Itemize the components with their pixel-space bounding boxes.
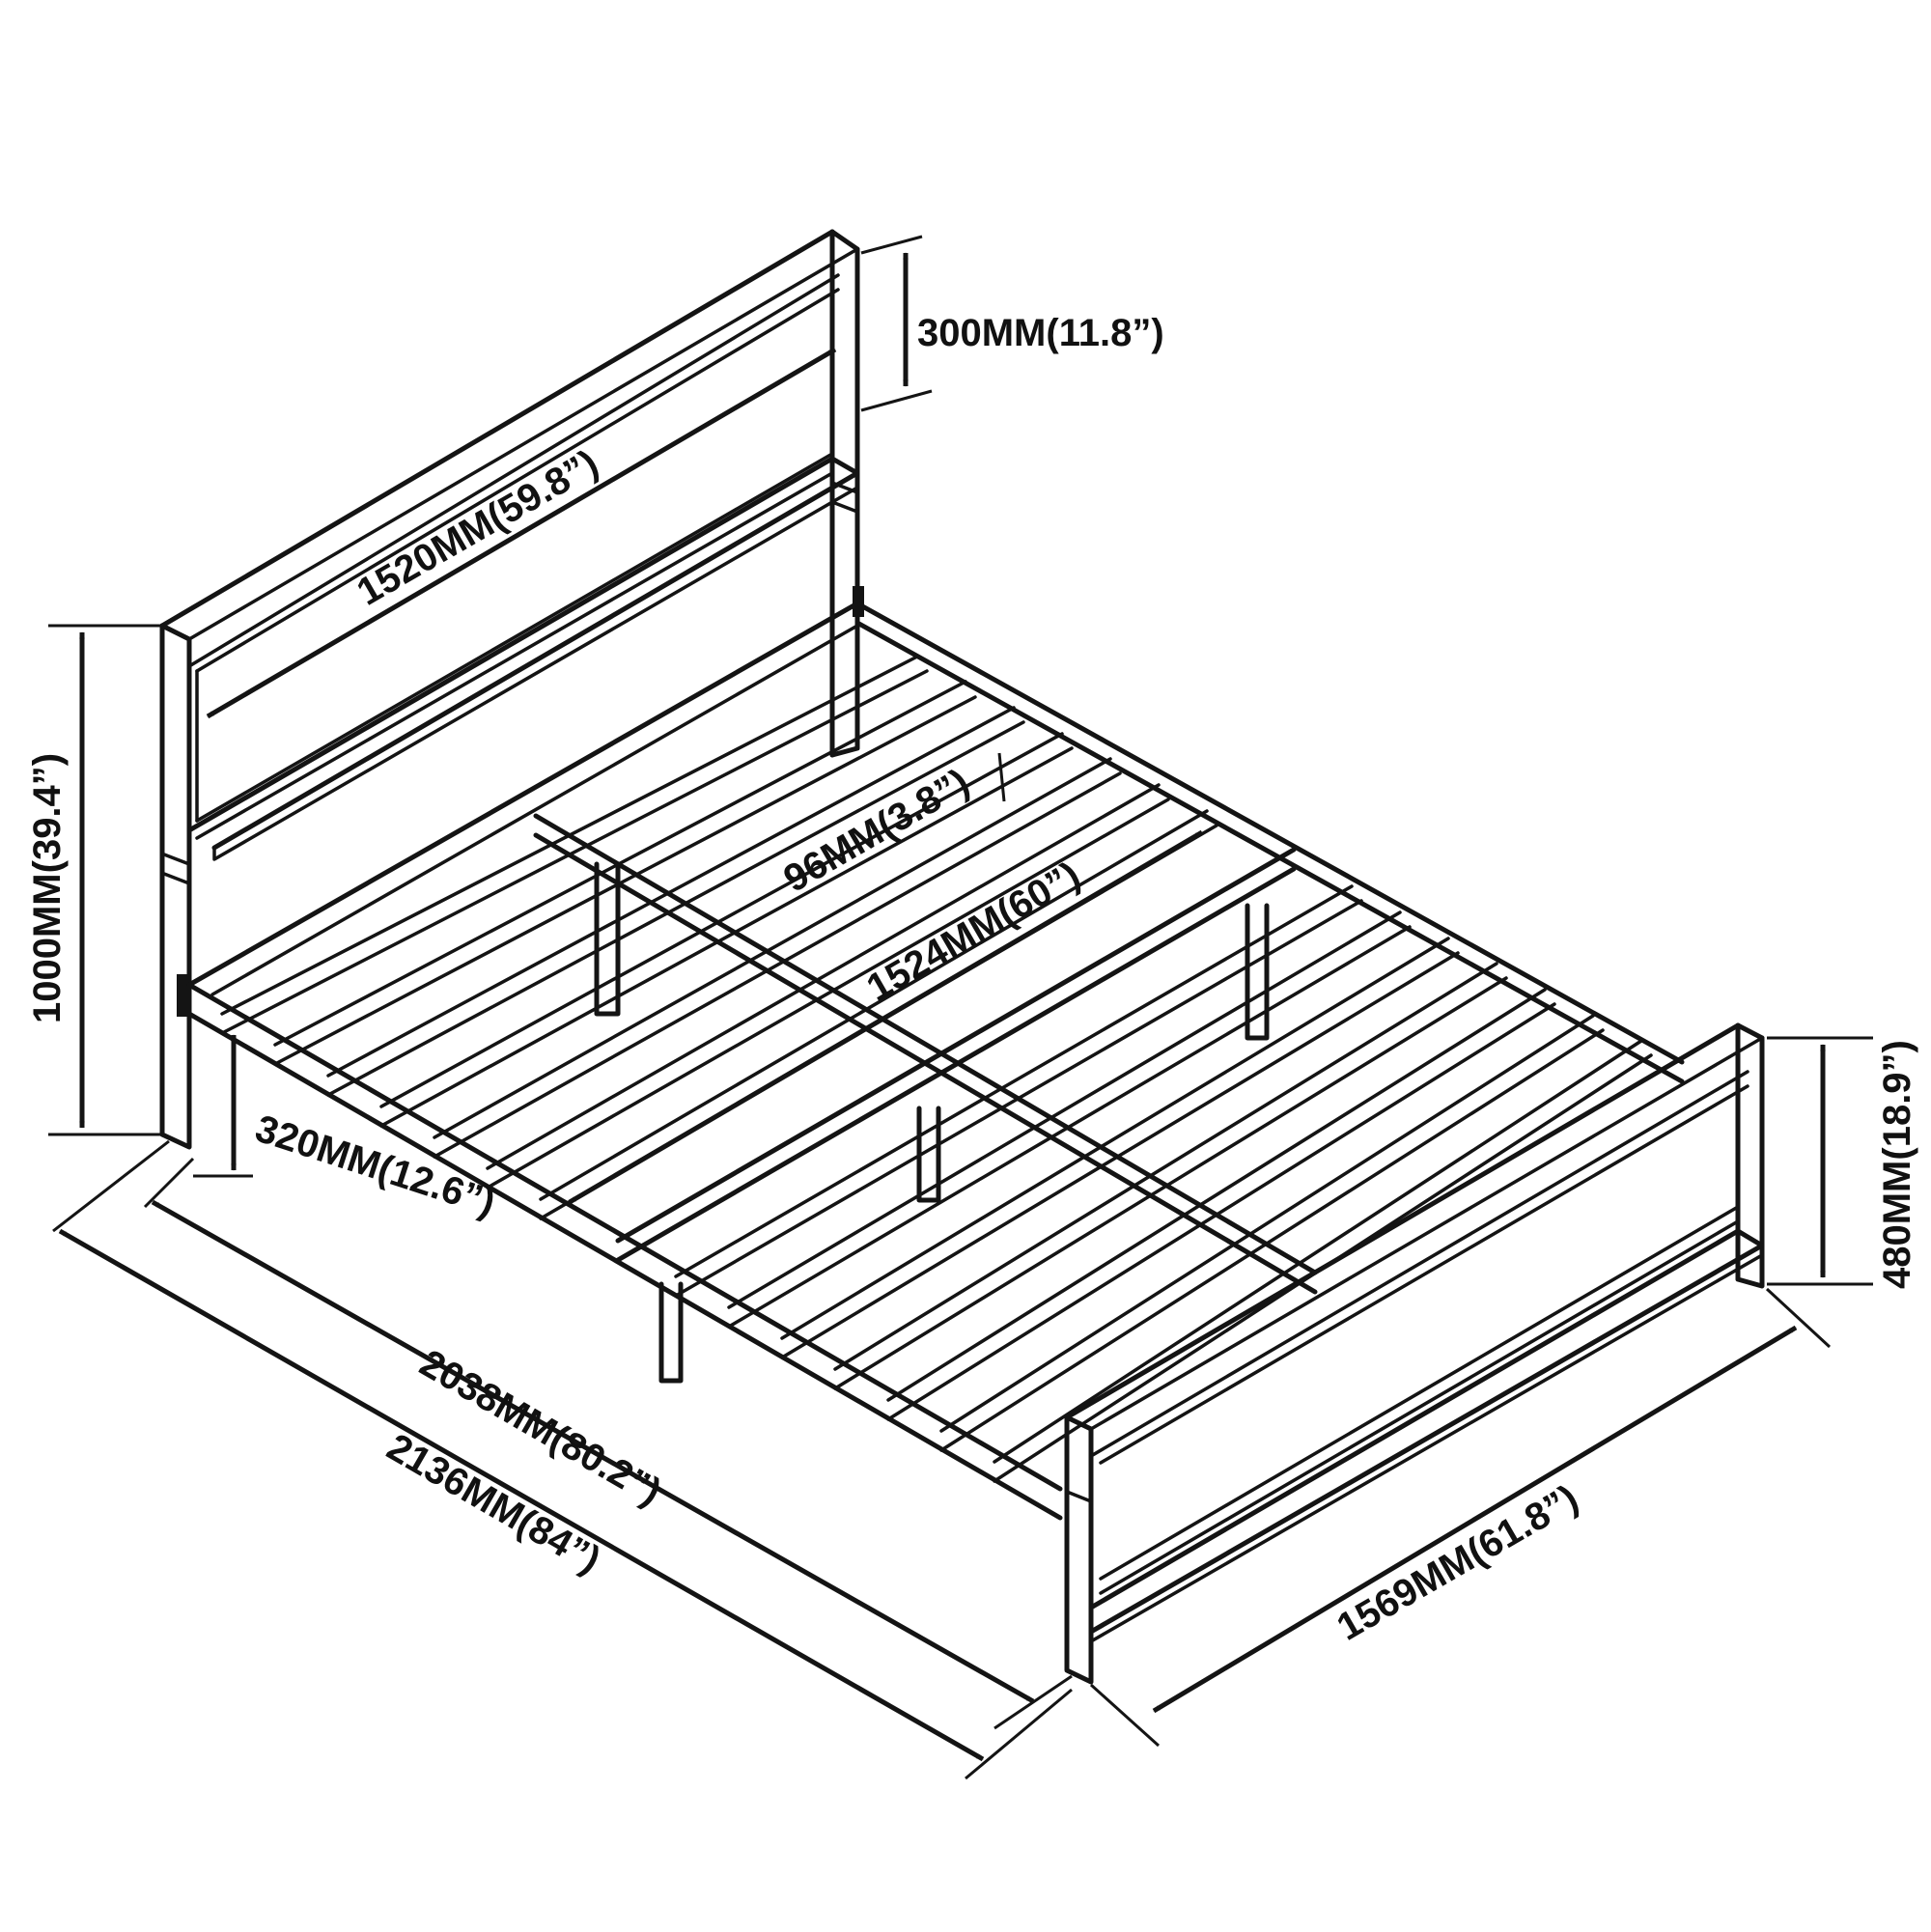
footboard-right-post [1735,1022,1765,1289]
extension-line [860,389,933,412]
panel-width-dim-line [206,347,837,719]
extension-line [993,1674,1073,1730]
footboard-right-post-top [1735,1022,1765,1041]
right-side-rail [854,601,1685,1065]
dimension-labels: 300MM(11.8”) 1520MM(59.8”) 1000MM(39.4”)… [26,312,1918,1649]
clearance-label: 320MM(12.6”) [250,1107,500,1225]
center-divider-rail [615,847,1297,1244]
headboard-lower-rail-face [212,486,859,861]
extension-line [860,235,923,255]
footboard-top-rail-inner [1089,1036,1764,1431]
headboard-right-post-top [829,229,860,252]
slat-gap-tick [997,752,1006,802]
headboard-panel-top [187,273,840,668]
right-side-rail-lower [854,620,1685,1084]
inner-width-dim-line [568,829,1204,1205]
footboard-left-joint [1065,1490,1093,1503]
center-support-beam [533,813,1318,1275]
footboard-left-post-top [1064,1414,1094,1432]
extension-line [52,1139,170,1233]
headboard-left-post [159,623,192,1150]
slat [326,706,1025,1097]
overall-width-label: 1569MM(61.8”) [1330,1477,1586,1649]
extension-line [965,1688,1073,1780]
overall-length-dim-line [58,1228,985,1762]
footboard-height-label: 480MM(18.9”) [1876,1040,1918,1289]
headboard-height-label: 1000MM(39.4”) [26,753,69,1023]
left-rail-bracket [177,974,190,1017]
extension-line [1765,1287,1832,1349]
extension-line [1089,1683,1161,1748]
center-leg [1245,903,1270,1041]
headboard-top-rail [159,229,835,629]
slat [939,1014,1605,1452]
panel-height-label: 300MM(11.8”) [917,312,1164,354]
slat [993,1039,1653,1483]
headboard-left-post-top [159,623,192,642]
footboard-panel-top [1089,1070,1749,1458]
head-cross-rail [186,601,860,988]
footboard-left-post [1064,1414,1094,1685]
footboard-top-rail [1064,1022,1741,1420]
extension-line [143,1157,195,1209]
headboard-top-rail-inner [187,247,859,641]
panel-width-label: 1520MM(59.8”) [350,442,606,614]
dimension-lines [48,235,1873,1780]
headboard-right-joint [830,481,859,514]
headboard-left-joint [162,853,191,885]
overall-width-dim-line [1152,1325,1798,1714]
slat [833,962,1508,1390]
side-rails [186,601,1685,1521]
slat [674,884,1363,1298]
